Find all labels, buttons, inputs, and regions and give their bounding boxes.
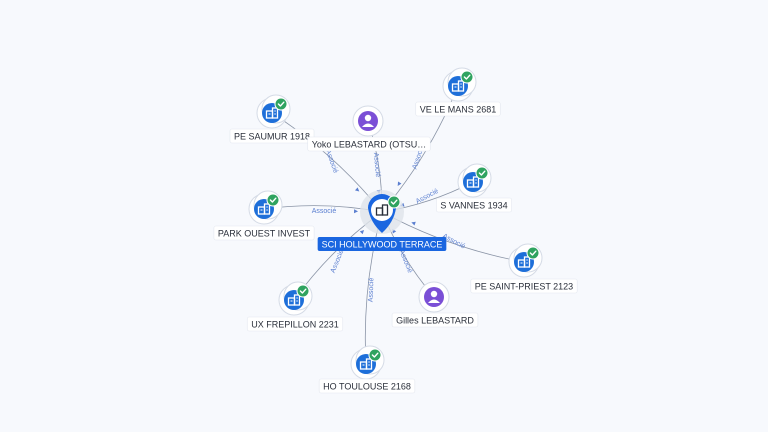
company-building-icon [466,176,480,188]
edge-arrow-pe-saumur [354,187,360,192]
person-icon [362,114,374,127]
verified-check-icon [274,97,288,111]
edge-label-pe-saumur: Associé [324,149,339,175]
node-gilles[interactable]: Gilles LEBASTARD [391,281,479,328]
node-label-yoko-bg [307,136,431,152]
company-building-icon [359,358,373,370]
node-yoko[interactable]: Yoko LEBASTARD (OTSU… [307,105,431,152]
edge-label-park-ouest: Associé [312,208,337,215]
node-label-park-ouest-text: PARK OUEST INVEST [218,229,311,239]
verified-check-icon [475,166,489,180]
node-ux-frepillon[interactable]: UX FREPILLON 2231 [246,281,344,332]
node-label-ho-toulouse-text: HO TOULOUSE 2168 [323,382,411,392]
verified-check-icon [368,348,382,362]
edge-label-ho-toulouse: Associé [368,277,376,302]
center-label[interactable]: SCI HOLLYWOOD TERRACE [317,237,447,251]
company-building-icon [375,204,389,216]
node-park-ouest[interactable]: PARK OUEST INVEST [213,190,315,241]
center-label-bg [317,237,447,251]
node-label-ux-frepillon[interactable]: UX FREPILLON 2231 [246,316,344,332]
node-label-pe-saint-priest[interactable]: PE SAINT-PRIEST 2123 [470,278,578,294]
verified-check-icon [266,193,280,207]
node-label-s-vannes[interactable]: S VANNES 1934 [436,197,512,213]
center-label-text: SCI HOLLYWOOD TERRACE [322,240,443,250]
verified-check-icon [526,246,540,260]
verified-check-icon [387,195,401,209]
edge-arrow-ve-le-mans [397,181,402,186]
node-label-s-vannes-text: S VANNES 1934 [440,201,507,211]
node-pe-saint-priest[interactable]: PE SAINT-PRIEST 2123 [470,243,578,294]
node-ho-toulouse[interactable]: HO TOULOUSE 2168 [318,345,416,394]
company-building-icon [265,107,279,119]
verified-check-icon [296,284,310,298]
node-label-s-vannes-bg [436,197,512,213]
node-label-pe-saumur-text: PE SAUMUR 1918 [234,132,310,142]
node-label-yoko[interactable]: Yoko LEBASTARD (OTSU… [307,136,431,152]
node-label-ve-le-mans-bg [415,101,501,117]
node-label-ve-le-mans[interactable]: VE LE MANS 2681 [415,101,501,117]
node-label-pe-saumur-bg [229,128,315,144]
center-node[interactable]: SCI HOLLYWOOD TERRACE [317,190,447,251]
node-label-yoko-text: Yoko LEBASTARD (OTSU… [312,140,427,150]
company-building-icon [287,294,301,306]
node-label-gilles-bg [391,312,479,328]
node-label-ve-le-mans-text: VE LE MANS 2681 [420,105,497,115]
node-label-pe-saint-priest-text: PE SAINT-PRIEST 2123 [475,282,573,292]
edge-label-gilles: Associé [398,249,414,274]
edge-arrow-park-ouest [353,209,359,214]
company-building-icon [451,80,465,92]
company-building-icon [517,256,531,268]
node-label-gilles[interactable]: Gilles LEBASTARD [391,312,479,328]
node-s-vannes[interactable]: S VANNES 1934 [436,163,512,213]
company-building-icon [257,203,271,215]
node-pe-saumur[interactable]: PE SAUMUR 1918 [229,94,315,144]
edge-arrow-pe-saint-priest [411,221,416,226]
node-label-gilles-text: Gilles LEBASTARD [396,316,474,326]
edge-label-ux-frepillon: Associé [330,249,346,274]
node-ve-le-mans[interactable]: VE LE MANS 2681 [415,67,501,117]
node-label-park-ouest-bg [213,225,315,241]
edge-arrow-ux-frepillon [359,229,365,235]
person-icon [428,290,440,303]
node-label-pe-saint-priest-bg [470,278,578,294]
verified-check-icon [460,70,474,84]
node-label-pe-saumur[interactable]: PE SAUMUR 1918 [229,128,315,144]
node-label-ux-frepillon-bg [246,316,344,332]
node-label-park-ouest[interactable]: PARK OUEST INVEST [213,225,315,241]
node-label-ho-toulouse[interactable]: HO TOULOUSE 2168 [318,378,416,394]
edge-label-yoko: Associé [372,152,381,177]
node-label-ho-toulouse-bg [318,378,416,394]
node-label-ux-frepillon-text: UX FREPILLON 2231 [251,320,339,330]
